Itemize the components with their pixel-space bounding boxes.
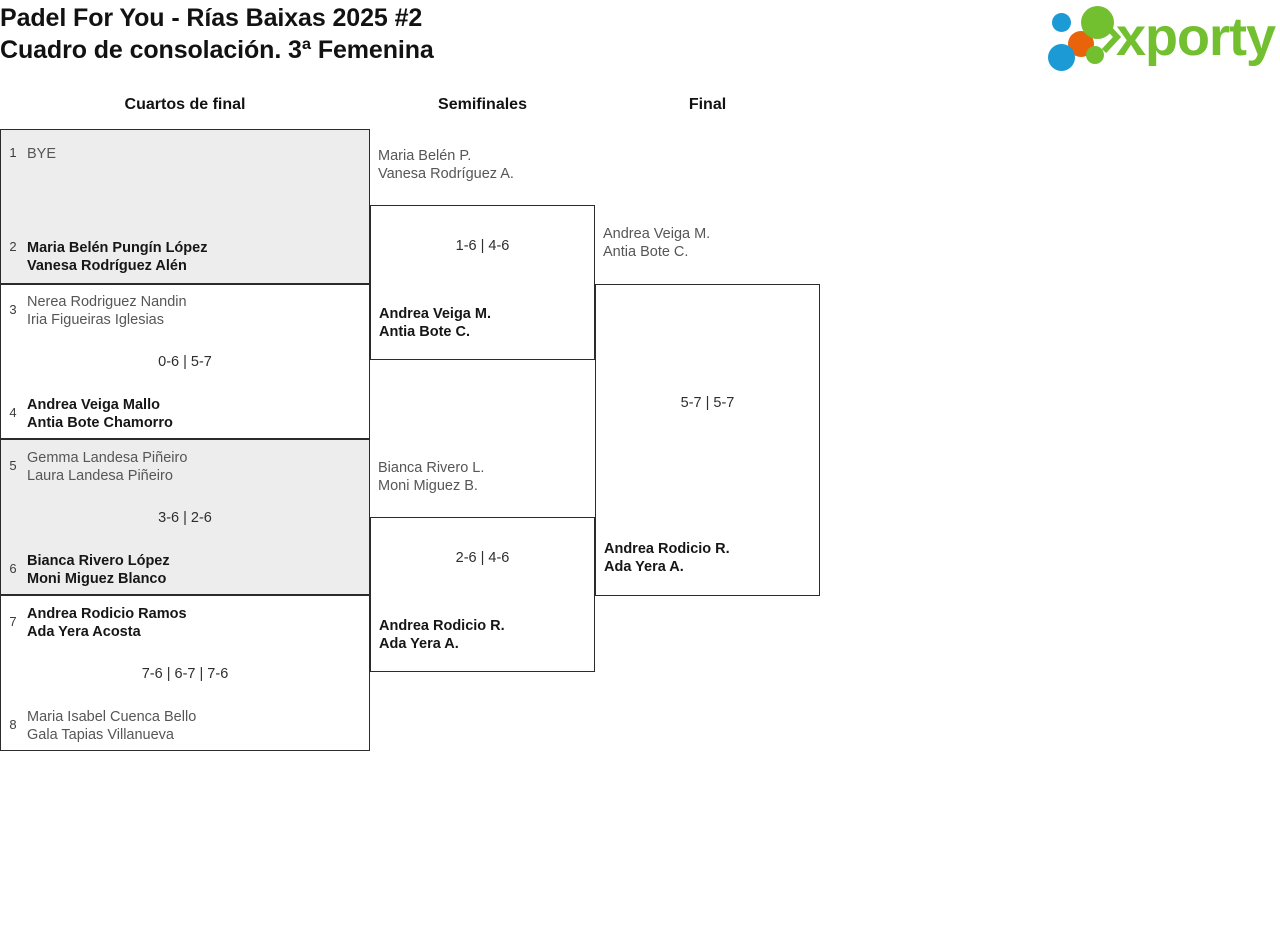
seed-number: 8 (9, 717, 17, 732)
player-name: Ada Yera A. (604, 559, 684, 575)
logo-chevron-icon (1101, 20, 1122, 54)
match-sf2-score: 2-6 | 4-6 (455, 550, 510, 566)
tournament-name: Padel For You - Rías Baixas 2025 #2 (0, 4, 423, 32)
player-name: Andrea Veiga Mallo (27, 397, 160, 413)
match-qf1[interactable]: 1 BYE 2 Maria Belén Pungín López Vanesa … (0, 129, 370, 284)
match-qf1-team-1: 1 BYE (1, 145, 369, 163)
round-header-final: Final (688, 96, 727, 113)
match-sf1-team-2: Andrea Veiga M. Antia Bote C. (371, 305, 594, 341)
player-name: Moni Miguez Blanco (27, 571, 167, 587)
player-name: Andrea Veiga M. (379, 306, 492, 322)
match-qf2-team-1: 3 Nerea Rodriguez Nandin Iria Figueiras … (1, 293, 369, 329)
page-header: Padel For You - Rías Baixas 2025 #2 Cuad… (0, 0, 1280, 88)
match-sf1[interactable]: 1-6 | 4-6 Andrea Veiga M. Antia Bote C. (370, 205, 595, 360)
match-qf3[interactable]: 5 Gemma Landesa Piñeiro Laura Landesa Pi… (0, 439, 370, 595)
player-name: Bianca Rivero López (27, 553, 170, 569)
player-name: Andrea Veiga M. (603, 226, 711, 242)
player-name: Vanesa Rodríguez A. (378, 166, 514, 182)
player-name: Gala Tapias Villanueva (27, 727, 174, 743)
player-name: Iria Figueiras Iglesias (27, 312, 164, 328)
player-name: Bianca Rivero L. (378, 460, 485, 476)
logo-wordmark: xporty (1116, 7, 1276, 67)
player-name: Andrea Rodicio R. (604, 541, 730, 557)
logo-dot-blue-small (1052, 13, 1071, 32)
player-name: Laura Landesa Piñeiro (27, 468, 173, 484)
match-sf2-team-1: Bianca Rivero L. Moni Miguez B. (370, 459, 595, 495)
seed-number: 2 (9, 239, 17, 254)
logo-dots-icon (1048, 6, 1126, 71)
logo-dot-green-small (1086, 46, 1104, 64)
match-qf2[interactable]: 3 Nerea Rodriguez Nandin Iria Figueiras … (0, 284, 370, 439)
match-qf3-team-2: 6 Bianca Rivero López Moni Miguez Blanco (1, 552, 369, 588)
bracket-subtitle: Cuadro de consolación. 3ª Femenina (0, 36, 434, 64)
player-name: Ada Yera A. (379, 636, 459, 652)
match-qf4-score: 7-6 | 6-7 | 7-6 (141, 666, 229, 682)
player-name: Vanesa Rodríguez Alén (27, 258, 187, 274)
seed-number: 5 (9, 458, 17, 473)
match-qf4-team-2: 8 Maria Isabel Cuenca Bello Gala Tapias … (1, 708, 369, 744)
player-name: Maria Belén Pungín López (27, 240, 208, 256)
match-final[interactable]: 5-7 | 5-7 Andrea Rodicio R. Ada Yera A. (595, 284, 820, 596)
match-sf1-score: 1-6 | 4-6 (455, 238, 510, 254)
match-final-team-2: Andrea Rodicio R. Ada Yera A. (596, 540, 819, 576)
player-name: Andrea Rodicio R. (379, 618, 505, 634)
player-name: Maria Isabel Cuenca Bello (27, 709, 197, 725)
round-header-quarterfinals: Cuartos de final (124, 96, 246, 113)
match-sf2[interactable]: 2-6 | 4-6 Andrea Rodicio R. Ada Yera A. (370, 517, 595, 672)
player-name: Antia Bote C. (379, 324, 471, 340)
match-final-team-1: Andrea Veiga M. Antia Bote C. (595, 225, 820, 261)
player-name: Nerea Rodriguez Nandin (27, 294, 187, 310)
match-qf4[interactable]: 7 Andrea Rodicio Ramos Ada Yera Acosta 7… (0, 595, 370, 751)
seed-number: 6 (9, 561, 17, 576)
player-name: Andrea Rodicio Ramos (27, 606, 187, 622)
player-name: Gemma Landesa Piñeiro (27, 450, 188, 466)
player-name: Maria Belén P. (378, 148, 472, 164)
logo-dot-green-large (1081, 6, 1114, 39)
player-name: Moni Miguez B. (378, 478, 478, 494)
seed-number: 4 (9, 405, 17, 420)
seed-number: 1 (9, 145, 17, 160)
seed-number: 3 (9, 302, 17, 317)
player-name: Antia Bote Chamorro (27, 415, 173, 431)
match-sf1-team-1: Maria Belén P. Vanesa Rodríguez A. (370, 147, 595, 183)
match-qf2-team-2: 4 Andrea Veiga Mallo Antia Bote Chamorro (1, 396, 369, 432)
match-qf1-team-2: 2 Maria Belén Pungín López Vanesa Rodríg… (1, 239, 369, 275)
match-qf3-score: 3-6 | 2-6 (158, 510, 212, 526)
player-name: Antia Bote C. (603, 244, 689, 260)
round-header-semifinals: Semifinales (438, 96, 527, 113)
match-qf4-team-1: 7 Andrea Rodicio Ramos Ada Yera Acosta (1, 605, 369, 641)
match-final-score: 5-7 | 5-7 (680, 395, 735, 411)
match-qf3-team-1: 5 Gemma Landesa Piñeiro Laura Landesa Pi… (1, 449, 369, 485)
match-sf2-team-2: Andrea Rodicio R. Ada Yera A. (371, 617, 594, 653)
tournament-title-block: Padel For You - Rías Baixas 2025 #2 Cuad… (0, 2, 900, 66)
player-name: BYE (27, 146, 57, 162)
logo-dot-blue-large (1048, 44, 1075, 71)
player-name: Ada Yera Acosta (27, 624, 141, 640)
seed-number: 7 (9, 614, 17, 629)
xporty-logo[interactable]: xporty (1044, 2, 1276, 72)
match-qf2-score: 0-6 | 5-7 (158, 354, 212, 370)
